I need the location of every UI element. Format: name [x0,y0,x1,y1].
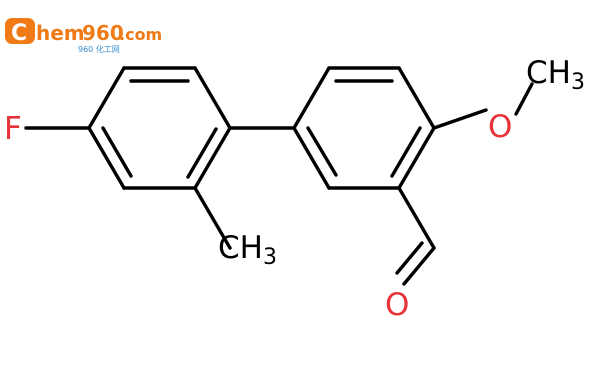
logo-960: 960 [82,21,124,45]
carbonyl-double-bond [402,246,436,286]
right-benzene-ring [292,66,436,190]
aldehyde-oxygen-atom: O [385,287,409,323]
methoxy-label: CH3 [526,55,585,95]
bond [292,66,331,130]
chem960-logo: C hem 960 .com 960 化工网 [5,18,162,54]
aromatic-inner-bond [390,126,422,178]
carbonyl-double-bond-inner [395,241,424,275]
methoxy-subscript: 3 [571,70,585,95]
logo-com: .com [119,25,162,44]
methyl-label: CH3 [218,230,277,270]
methyl-subscript: 3 [263,245,277,270]
logo-c: C [11,21,27,46]
logo-hem: hem [36,21,85,45]
logo-c-badge [5,18,35,44]
aromatic-inner-bond [101,126,133,178]
logo-tagline: 960 化工网 [78,44,120,54]
bond [292,126,331,190]
fluorine-atom: F [4,111,22,147]
bond [193,66,232,130]
left-benzene-ring [87,66,232,190]
ether-oxygen-atom: O [488,109,512,145]
methoxy-ch: CH [526,55,571,91]
bond [87,126,126,190]
bond-ring-oxygen [432,108,488,130]
bond [193,126,232,190]
bond [397,66,436,130]
bond-ring-methyl [193,186,232,250]
aromatic-inner-bond [306,126,338,177]
methyl-ch: CH [218,230,263,266]
bond-oxygen-methyl [514,82,534,116]
bond [397,126,436,190]
aromatic-inner-bond [186,127,218,179]
bond-ring-carbonyl [397,186,436,250]
bond [87,66,126,130]
